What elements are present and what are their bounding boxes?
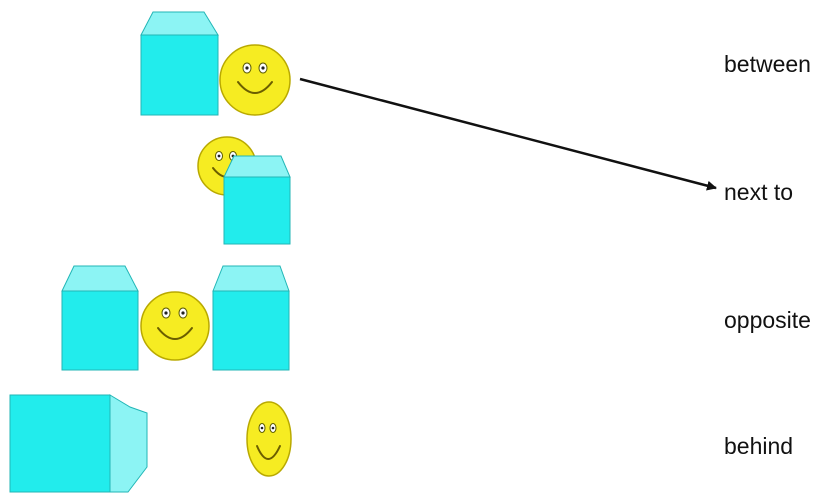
row-1-box bbox=[140, 11, 219, 116]
connector-arrow bbox=[299, 77, 717, 191]
row-3-smiley bbox=[140, 291, 210, 361]
label-next-to: next to bbox=[724, 179, 794, 205]
row-3-left-box bbox=[61, 265, 139, 371]
row-1-smiley bbox=[219, 44, 291, 116]
label-opposite: opposite bbox=[724, 307, 811, 333]
row-2-box bbox=[223, 155, 291, 245]
row-3-right-box bbox=[212, 265, 290, 371]
label-behind: behind bbox=[724, 433, 794, 459]
row-4-box bbox=[9, 394, 148, 493]
row-4-smiley bbox=[246, 401, 292, 477]
label-between: between bbox=[724, 51, 811, 77]
